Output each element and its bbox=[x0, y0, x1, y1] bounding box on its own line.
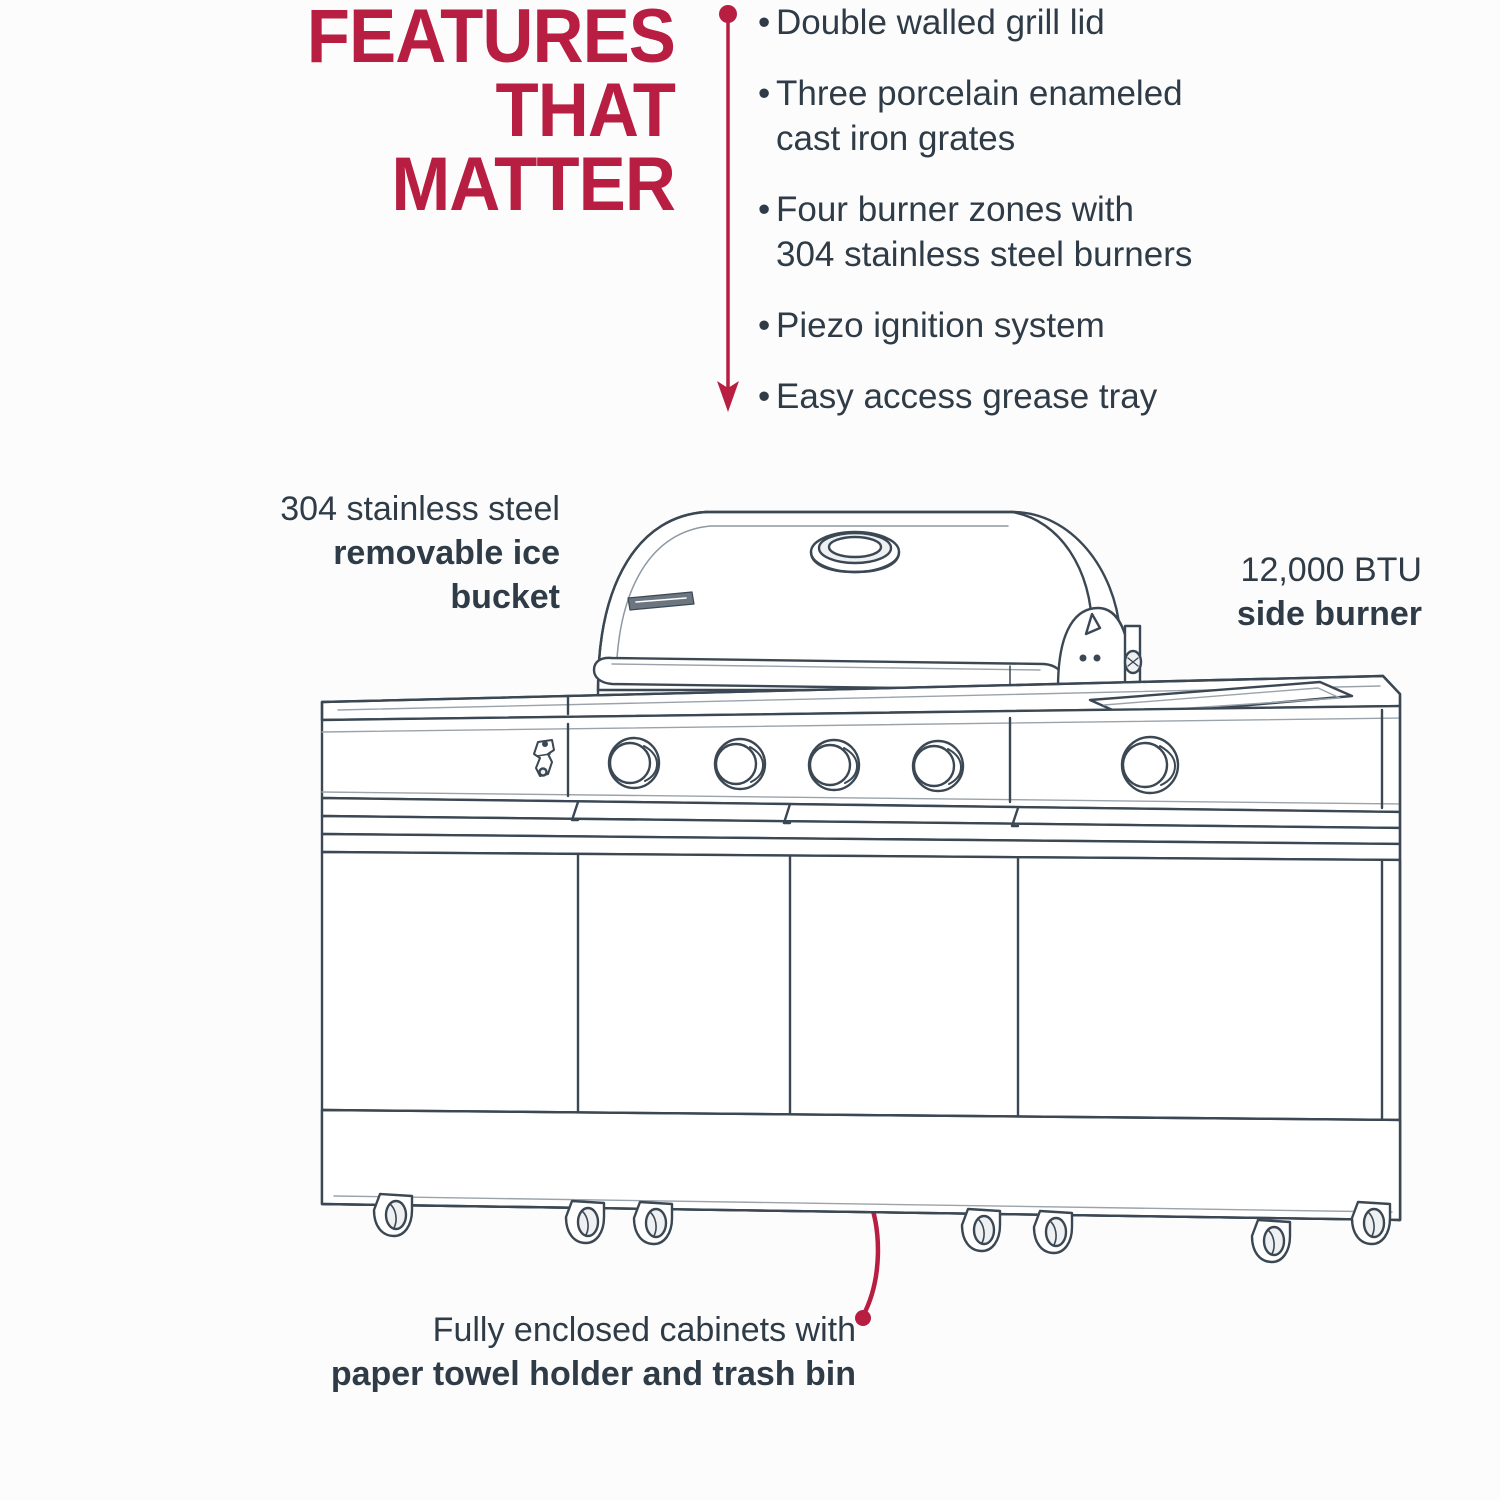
feature-text: Double walled grill lid bbox=[776, 3, 1105, 42]
headline-line-3: MATTER bbox=[391, 142, 676, 227]
caster-wheel bbox=[1032, 1209, 1074, 1255]
bottle-opener-icon bbox=[533, 739, 555, 777]
feature-text: Piezo ignition system bbox=[776, 306, 1105, 345]
caster-wheel bbox=[1350, 1200, 1392, 1246]
burner-knob bbox=[807, 738, 861, 792]
bullet-icon: • bbox=[758, 3, 771, 42]
page-title: FEATURES THAT MATTER bbox=[205, 0, 676, 227]
bullet-icon: • bbox=[758, 190, 771, 229]
caster-wheel bbox=[1250, 1218, 1292, 1264]
list-item: • Easy access grease tray bbox=[758, 374, 1358, 419]
caster-wheel bbox=[960, 1207, 1002, 1253]
callout-side-burner: 12,000 BTU side burner bbox=[1100, 548, 1422, 636]
bullet-icon: • bbox=[758, 306, 771, 345]
callout-cabinet-line-1: Fully enclosed cabinets with bbox=[432, 1311, 856, 1349]
lid-vent-ring bbox=[809, 530, 901, 574]
feature-text: Easy access grease tray bbox=[776, 377, 1158, 416]
brand-badge bbox=[627, 591, 695, 611]
grill-illustration bbox=[320, 510, 1402, 1264]
bullet-icon: • bbox=[758, 74, 771, 113]
caster-wheel bbox=[564, 1199, 606, 1245]
headline-line-2: THAT bbox=[495, 68, 676, 153]
burner-knob bbox=[911, 739, 965, 793]
callout-side-line-1: 12,000 BTU bbox=[1240, 551, 1422, 589]
callout-ice-bucket: 304 stainless steel removable ice bucket bbox=[150, 487, 560, 619]
feature-list-connector-arrow bbox=[717, 5, 739, 412]
arrow-head-down-icon bbox=[717, 381, 739, 412]
control-panel bbox=[320, 704, 1402, 814]
toe-kick bbox=[320, 1108, 1402, 1222]
callout-ice-line-1: 304 stainless steel bbox=[280, 490, 560, 528]
callout-ice-line-2: removable ice bbox=[333, 534, 560, 572]
caster-wheel bbox=[372, 1192, 414, 1238]
callout-cabinet-line-2: paper towel holder and trash bin bbox=[330, 1355, 856, 1393]
list-item: • Double walled grill lid bbox=[758, 0, 1358, 45]
side-burner-knob bbox=[1120, 735, 1180, 795]
list-item: • Four burner zones with 304 stainless s… bbox=[758, 187, 1358, 277]
bullet-icon: • bbox=[758, 377, 771, 416]
burner-knob bbox=[713, 737, 767, 791]
feature-list: • Double walled grill lid • Three porcel… bbox=[758, 0, 1358, 445]
list-item: • Piezo ignition system bbox=[758, 303, 1358, 348]
caster-wheel bbox=[632, 1200, 674, 1246]
list-item: • Three porcelain enameled cast iron gra… bbox=[758, 71, 1358, 161]
headline-line-1: FEATURES bbox=[306, 0, 676, 79]
feature-text: Three porcelain enameled cast iron grate… bbox=[776, 74, 1183, 158]
burner-knob bbox=[607, 736, 661, 790]
callout-side-line-2: side burner bbox=[1236, 595, 1422, 633]
callout-ice-line-3: bucket bbox=[450, 578, 560, 616]
grill-lid bbox=[596, 510, 1122, 718]
callout-cabinet: Fully enclosed cabinets with paper towel… bbox=[150, 1308, 856, 1396]
feature-text: Four burner zones with 304 stainless ste… bbox=[776, 190, 1193, 274]
